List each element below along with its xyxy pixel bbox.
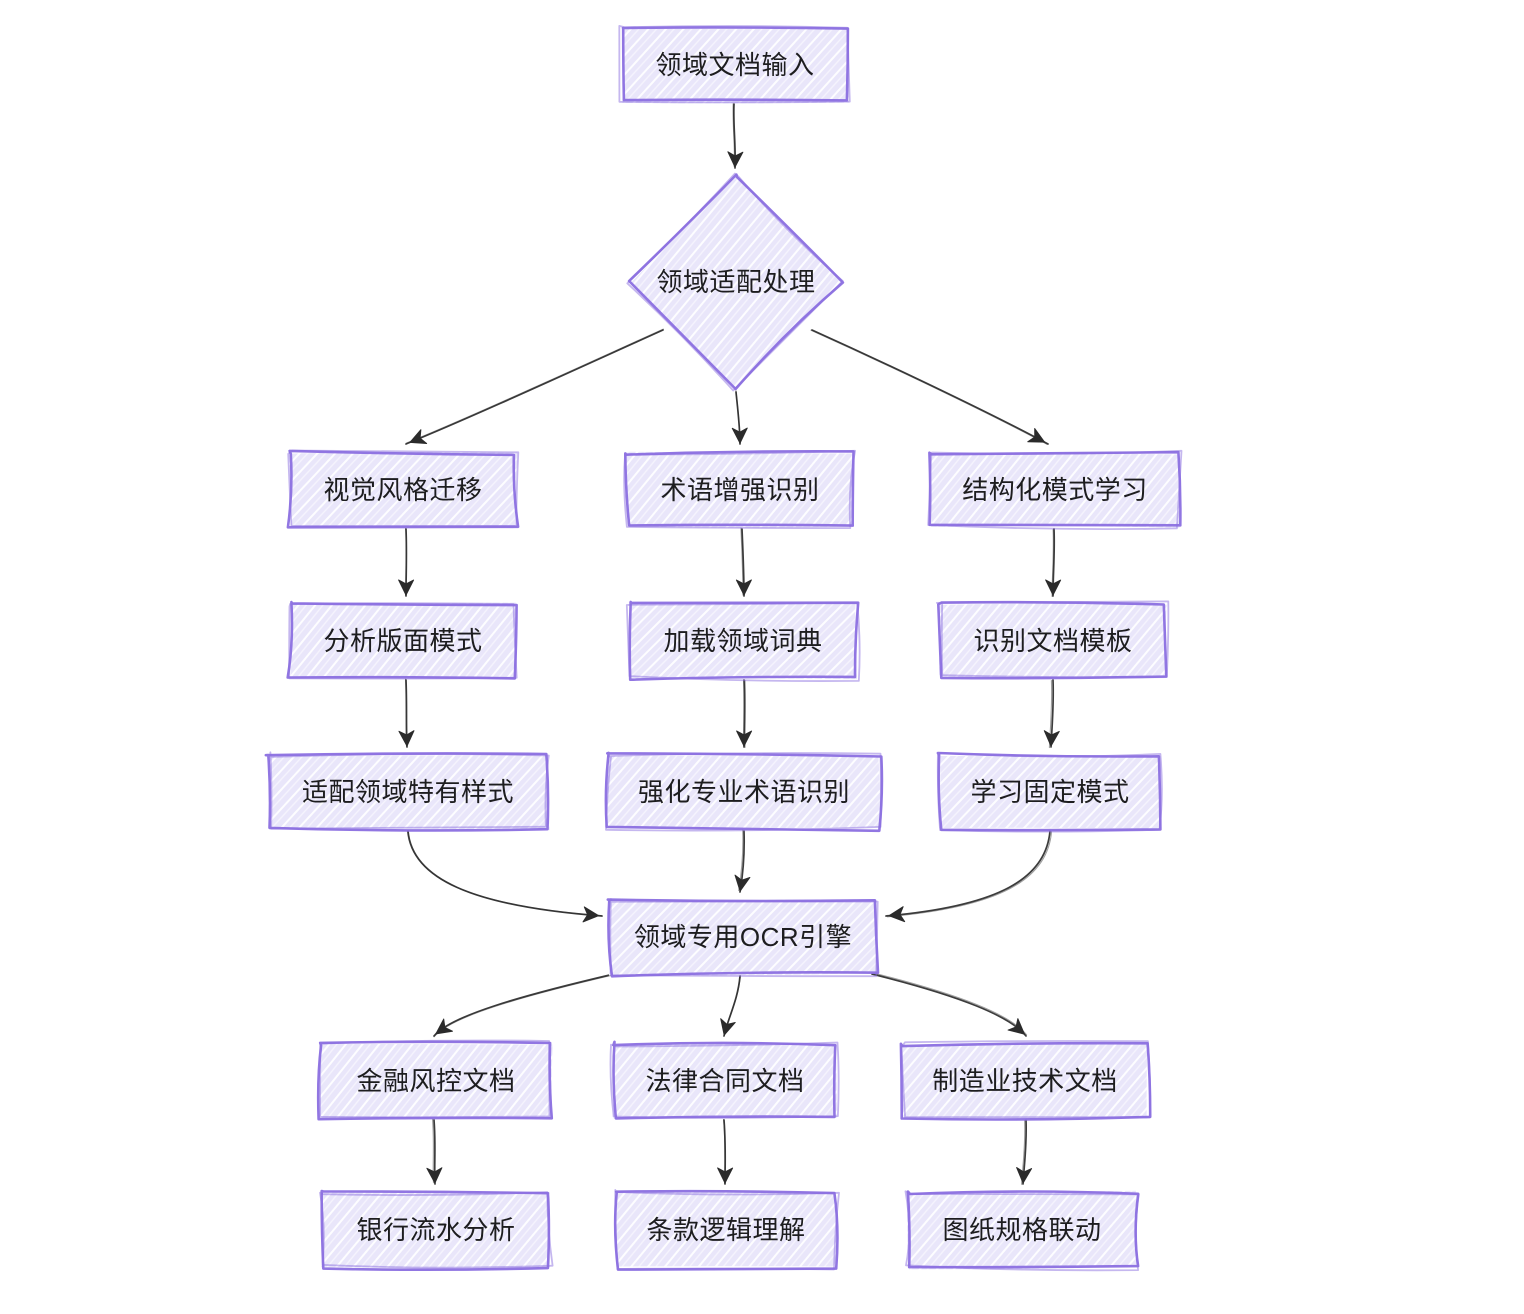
node-shape-rect	[286, 449, 520, 529]
node-shape-rect	[927, 449, 1183, 530]
node-shape-rect	[606, 898, 880, 978]
flow-node-n8[interactable]: 识别文档模板	[935, 600, 1170, 680]
flow-node-label: 领域文档输入	[655, 49, 815, 80]
flow-node-label: 分析版面模式	[323, 625, 483, 656]
node-shape-rect	[899, 1040, 1152, 1121]
flow-node-label: 加载领域词典	[663, 625, 823, 656]
flow-node-n5[interactable]: 结构化模式学习	[927, 449, 1183, 530]
node-shape-rect	[618, 25, 851, 104]
flow-node-label: 结构化模式学习	[962, 474, 1148, 505]
node-shape-rect	[319, 1189, 554, 1272]
flow-node-label: 术语增强识别	[660, 474, 820, 505]
flow-node-n3[interactable]: 视觉风格迁移	[286, 449, 520, 529]
flow-node-n12[interactable]: 领域专用OCR引擎	[606, 898, 880, 978]
flow-node-label: 领域专用OCR引擎	[633, 921, 853, 952]
node-shape-rect	[625, 600, 861, 682]
node-shape-rect	[286, 600, 518, 680]
node-shape-rect	[623, 449, 856, 530]
flow-node-label: 视觉风格迁移	[323, 474, 483, 505]
flow-node-label: 领域适配处理	[656, 266, 816, 297]
node-shape-rect	[604, 751, 884, 833]
flow-node-n16[interactable]: 银行流水分析	[319, 1189, 554, 1272]
node-shape-diamond	[626, 172, 845, 392]
node-shape-rect	[609, 1040, 840, 1120]
flow-node-n9[interactable]: 适配领域特有样式	[264, 751, 550, 832]
flow-node-n14[interactable]: 法律合同文档	[609, 1040, 840, 1120]
flow-node-n2[interactable]: 领域适配处理	[626, 172, 845, 392]
flow-node-n13[interactable]: 金融风控文档	[316, 1039, 554, 1121]
flow-node-label: 金融风控文档	[356, 1065, 516, 1096]
node-shape-rect	[935, 600, 1170, 680]
node-shape-rect	[264, 751, 550, 832]
flow-node-n15[interactable]: 制造业技术文档	[899, 1040, 1152, 1121]
node-shape-rect	[936, 751, 1163, 833]
flow-node-n10[interactable]: 强化专业术语识别	[604, 751, 884, 833]
flow-node-n11[interactable]: 学习固定模式	[936, 751, 1163, 833]
flow-node-n17[interactable]: 条款逻辑理解	[613, 1189, 840, 1271]
flow-node-label: 图纸规格联动	[942, 1214, 1102, 1245]
flow-node-n4[interactable]: 术语增强识别	[623, 449, 856, 530]
node-shape-rect	[316, 1039, 554, 1121]
flow-node-n6[interactable]: 分析版面模式	[286, 600, 518, 680]
flow-node-label: 识别文档模板	[973, 625, 1133, 656]
flow-node-label: 法律合同文档	[645, 1065, 805, 1096]
node-shape-rect	[904, 1190, 1140, 1272]
flow-node-label: 强化专业术语识别	[637, 776, 850, 807]
flow-node-n7[interactable]: 加载领域词典	[625, 600, 861, 682]
node-shape-rect	[613, 1189, 840, 1271]
flow-node-label: 银行流水分析	[356, 1214, 516, 1245]
flow-node-label: 适配领域特有样式	[301, 776, 514, 807]
flow-node-n1[interactable]: 领域文档输入	[618, 25, 851, 104]
flow-node-n18[interactable]: 图纸规格联动	[904, 1190, 1140, 1272]
flow-node-label: 制造业技术文档	[932, 1065, 1118, 1096]
flow-node-label: 学习固定模式	[970, 776, 1130, 807]
flow-node-label: 条款逻辑理解	[646, 1214, 806, 1245]
